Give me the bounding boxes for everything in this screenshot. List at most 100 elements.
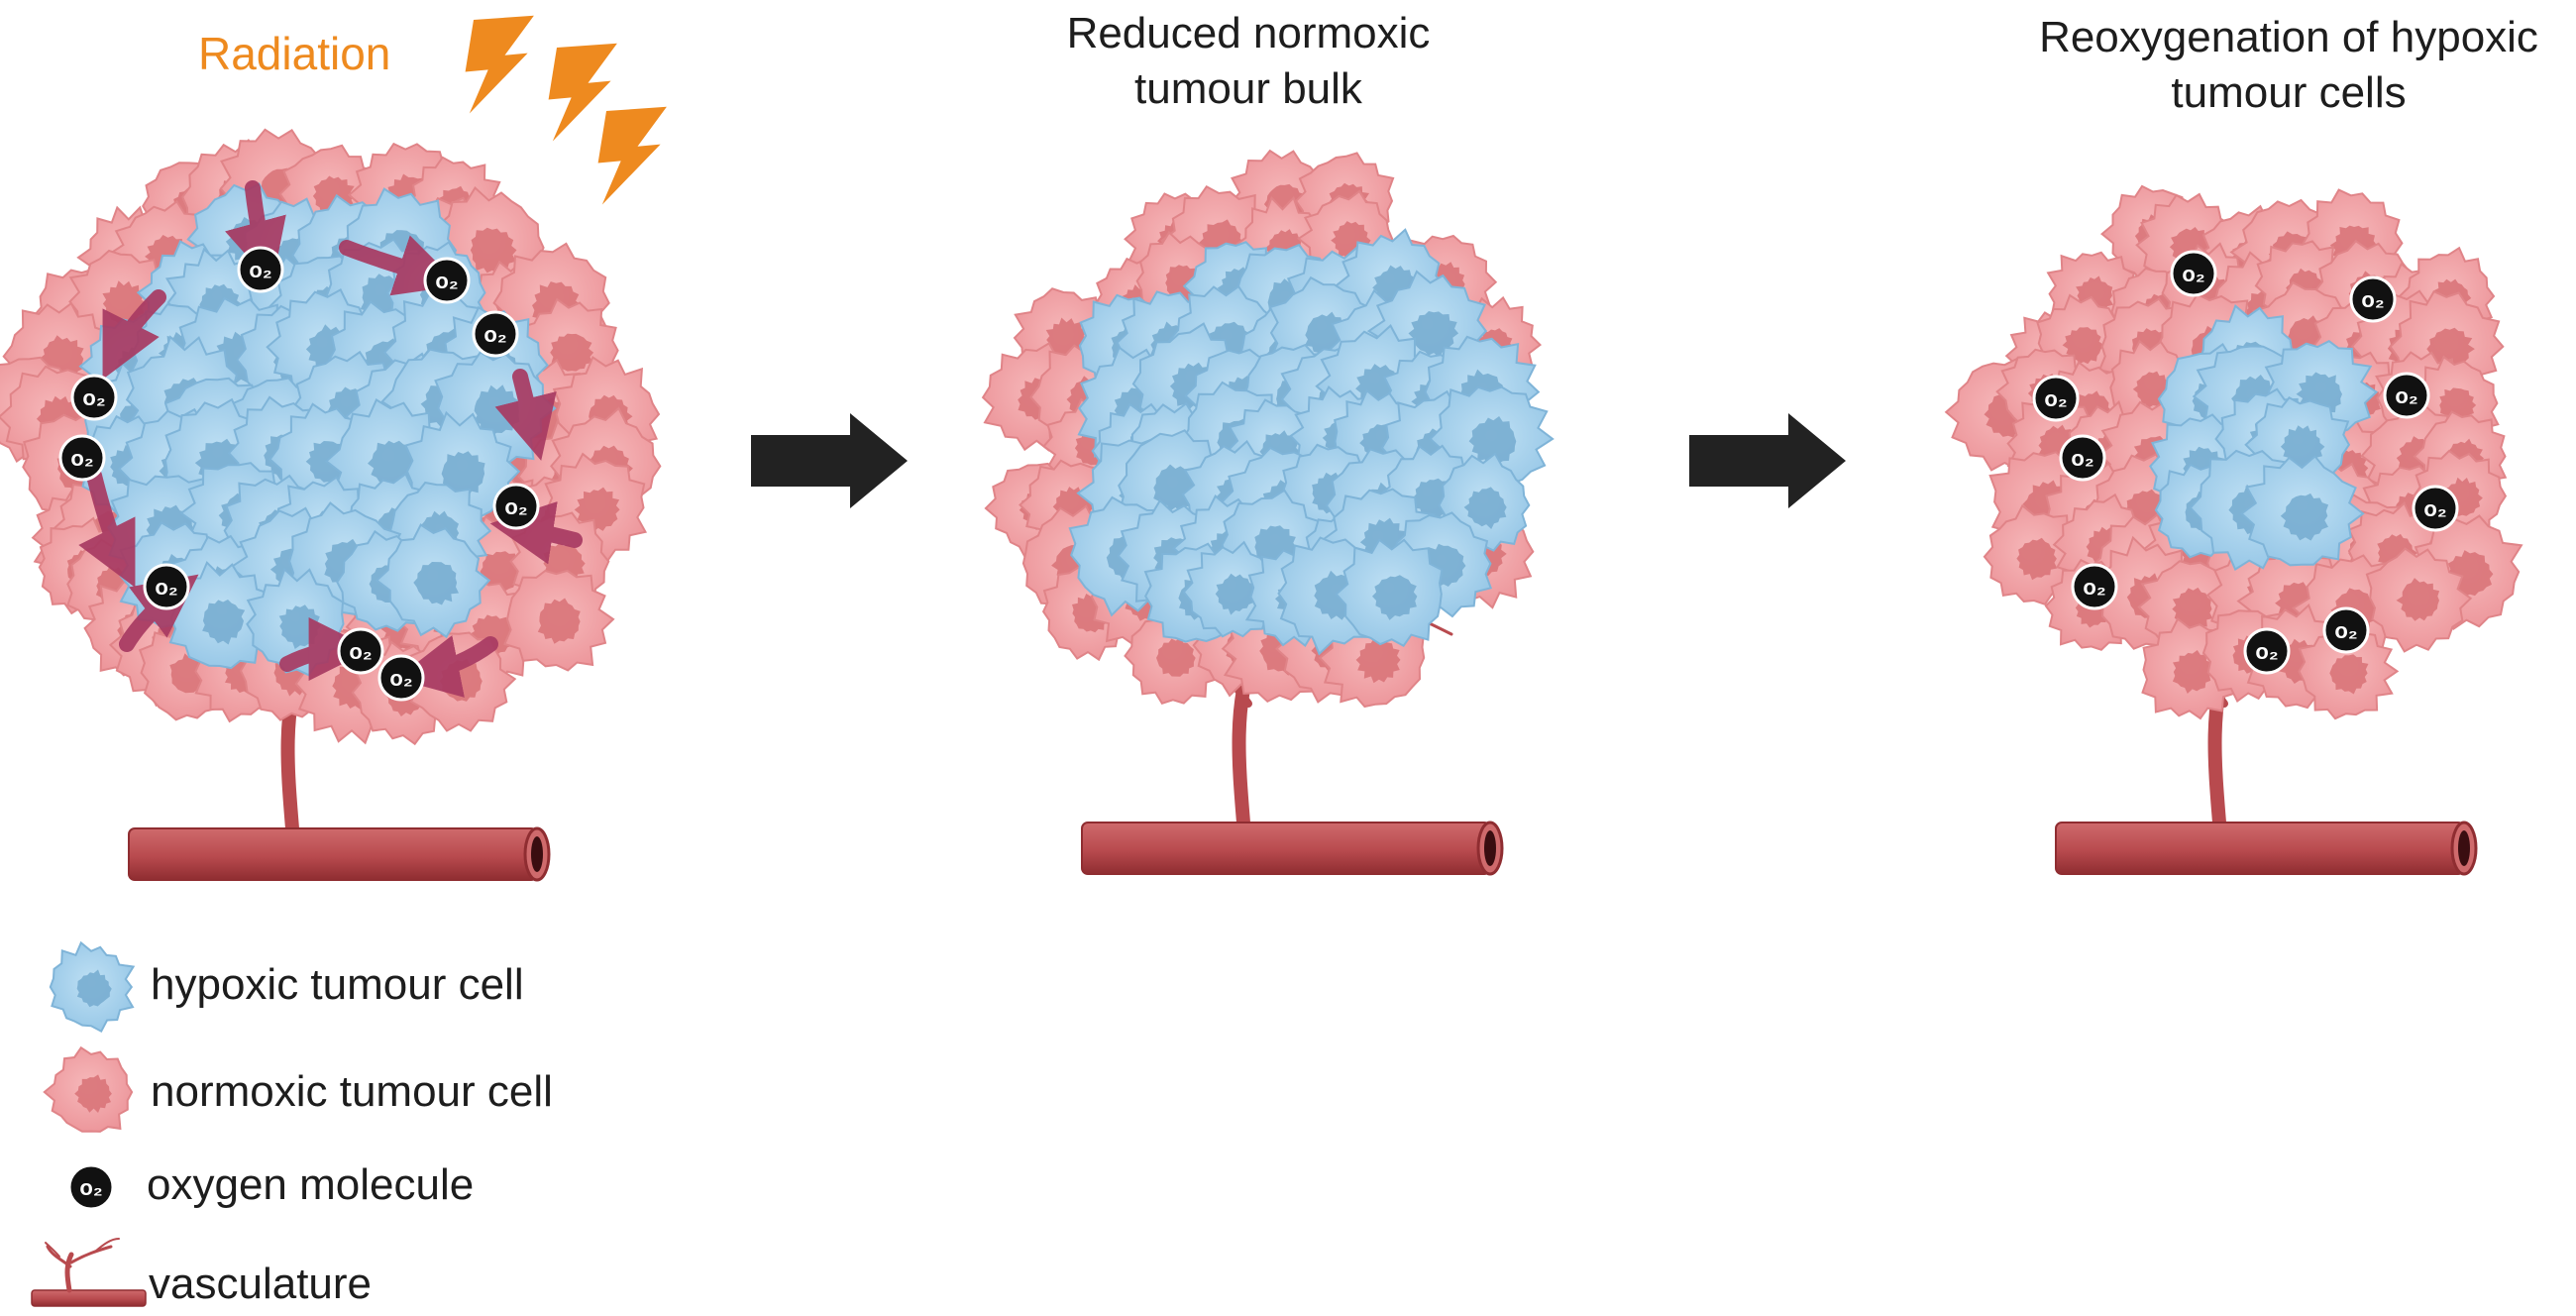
oxygen-disc (492, 483, 540, 530)
hypoxic-tumour-cell (1335, 538, 1444, 648)
oxygen-disc (472, 310, 519, 358)
oxygen-disc (2322, 606, 2370, 654)
oxygen-disc (2243, 627, 2291, 675)
oxygen-disc (2412, 485, 2459, 532)
normoxic-tumour-cell (503, 569, 615, 672)
cell-nucleus (1468, 416, 1517, 468)
oxygen-molecule: o₂ (2322, 606, 2370, 654)
oxygen-flow-arrow (395, 635, 498, 698)
oxygen-symbol: o₂ (483, 322, 506, 347)
oxygen-disc (58, 434, 106, 482)
cell-nucleus (1215, 573, 1257, 615)
oxygen-flow-arrow (78, 468, 136, 588)
oxygen-molecule: o₂ (337, 627, 384, 675)
cell-nucleus (1355, 638, 1401, 684)
oxygen-molecule: o₂ (2170, 250, 2217, 297)
oxygen-molecule: o₂ (143, 563, 190, 610)
cell-nucleus (1156, 636, 1196, 677)
cell-nucleus (2396, 578, 2440, 621)
oxygen-symbol: o₂ (349, 639, 372, 664)
stage-3-title-line2: tumour cells (2171, 68, 2407, 117)
oxygen-molecule: o₂ (70, 374, 118, 421)
cell-nucleus (1408, 311, 1459, 358)
normoxic-tumour-cell (2365, 547, 2473, 653)
oxygen-flow-arrow (102, 289, 166, 380)
oxygen-symbol: o₂ (2182, 262, 2204, 286)
oxygen-symbol: o₂ (435, 269, 458, 293)
normoxic-tumour-cell (2298, 620, 2400, 720)
oxygen-flow-arrow (494, 369, 557, 461)
oxygen-disc (377, 654, 425, 702)
cell-nucleus (537, 598, 581, 644)
stage-arrow (751, 413, 908, 508)
lightning-bolt-icon (548, 43, 617, 142)
cell-nucleus (2016, 537, 2058, 581)
hypoxic-tumour-cell (2239, 455, 2365, 567)
stage-2-title: Reduced normoxic tumour bulk (1001, 6, 1496, 117)
legend-vasculature-icon (31, 1238, 147, 1307)
cell-nucleus (1372, 575, 1418, 620)
oxygen-disc (237, 246, 284, 293)
oxygen-molecule: o₂ (423, 257, 471, 304)
legend-label-oxygen: oxygen molecule (147, 1160, 475, 1209)
radiation-label: Radiation (198, 28, 391, 79)
oxygen-symbol: o₂ (2255, 639, 2278, 664)
oxygen-molecule: o₂ (377, 654, 425, 702)
oxygen-symbol: o₂ (2071, 446, 2093, 471)
oxygen-disc (2071, 563, 2118, 610)
legend-icons: o₂ (31, 940, 147, 1307)
oxygen-symbol: o₂ (2423, 496, 2446, 521)
cell-nucleus (470, 227, 517, 275)
oxygen-molecule: o₂ (2059, 434, 2106, 482)
oxygen-molecule: o₂ (2032, 375, 2080, 422)
oxygen-symbol: o₂ (249, 258, 271, 282)
legend-label-vasculature: vasculature (149, 1260, 373, 1308)
oxygen-molecule: o₂ (237, 246, 284, 293)
oxygen-symbol: o₂ (79, 1175, 102, 1200)
stage-3-title: Reoxygenation of hypoxic tumour cells (1991, 10, 2576, 121)
oxygen-symbol: o₂ (389, 666, 412, 691)
stage-2-title-line2: tumour bulk (1134, 64, 1362, 113)
vessel-lumen (2458, 830, 2470, 866)
vessel-lumen (1484, 830, 1496, 866)
legend-label-hypoxic: hypoxic tumour cell (151, 960, 524, 1009)
oxygen-molecule: o₂ (58, 434, 106, 482)
oxygen-symbol: o₂ (2044, 386, 2067, 411)
cell-nucleus (550, 333, 594, 372)
oxygen-disc (337, 627, 384, 675)
oxygen-molecule: o₂ (472, 310, 519, 358)
cell-nucleus (2329, 654, 2369, 695)
tumour-cluster (981, 149, 1555, 709)
oxygen-molecule: o₂ (2071, 563, 2118, 610)
lightning-bolt-icon (465, 15, 534, 114)
oxygen-symbol: o₂ (82, 385, 105, 410)
oxygen-disc (2349, 275, 2397, 323)
oxygen-disc (70, 374, 118, 421)
oxygen-molecule: o₂ (2383, 372, 2430, 419)
oxygen-molecule: o₂ (492, 483, 540, 530)
oxygen-symbol: o₂ (2361, 287, 2384, 312)
legend-label-normoxic: normoxic tumour cell (151, 1067, 553, 1116)
cell-nucleus (413, 562, 459, 605)
oxygen-symbol: o₂ (504, 494, 527, 519)
vessel-lumen (531, 836, 543, 872)
oxygen-molecules: o₂ o₂ o₂ o₂ o₂ o₂ o₂ o₂ o₂ o₂ o₂ o₂ o₂ o₂ o₂ o₂ o₂ o₂ (58, 246, 2459, 702)
oxygen-symbol: o₂ (155, 575, 177, 600)
oxygen-molecule: o₂ (2412, 485, 2459, 532)
oxygen-molecule: o₂ (2349, 275, 2397, 323)
cell-nucleus (1463, 487, 1507, 529)
oxygen-molecule: o₂ (67, 1163, 115, 1211)
oxygen-disc (2170, 250, 2217, 297)
cell-nucleus (74, 1074, 112, 1113)
cell-nucleus (441, 451, 485, 498)
oxygen-disc (2032, 375, 2080, 422)
stage-arrows-and-radiation (465, 15, 1846, 508)
lightning-bolt-icon (597, 106, 667, 205)
cell-nucleus (2172, 587, 2213, 631)
oxygen-symbol: o₂ (70, 446, 93, 471)
oxygen-disc (67, 1163, 115, 1211)
stage-arrow (1689, 413, 1846, 508)
vessel-tube (1081, 822, 1491, 875)
